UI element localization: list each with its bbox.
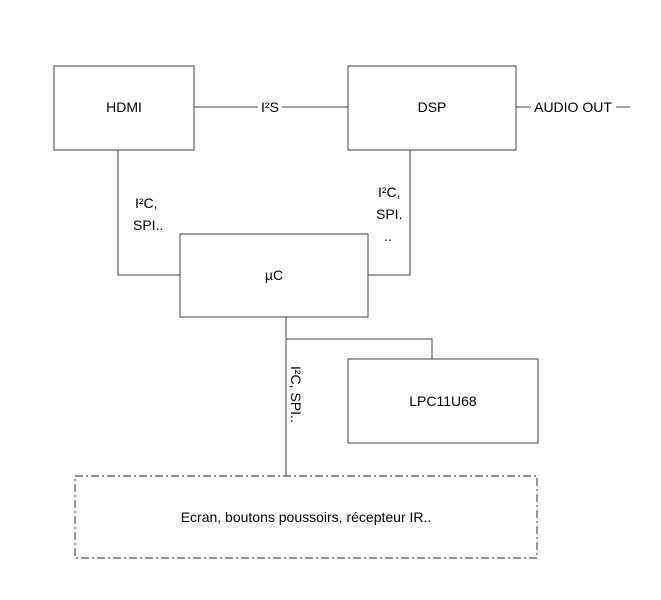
hdmi-block: HDMI bbox=[53, 65, 195, 151]
dsp-label: DSP bbox=[418, 99, 447, 115]
wire-hdmi-uc bbox=[117, 150, 180, 276]
dsp-uc-link-label-2: SPI. bbox=[376, 206, 402, 222]
hdmi-uc-link-label-1: I²C, bbox=[135, 195, 158, 211]
dsp-block: DSP bbox=[347, 65, 517, 151]
audio-out-label: AUDIO OUT bbox=[534, 99, 612, 115]
hdmi-label: HDMI bbox=[106, 99, 142, 115]
microcontroller-label: µC bbox=[265, 267, 283, 283]
wire-dsp-uc bbox=[368, 150, 411, 276]
lpc11u68-label: LPC11U68 bbox=[409, 393, 477, 409]
wire-uc-lpc bbox=[286, 338, 433, 359]
dsp-uc-link-label-3: .. bbox=[384, 228, 392, 244]
peripherals-block: Ecran, boutons poussoirs, récepteur IR.. bbox=[74, 475, 538, 559]
lpc11u68-block: LPC11U68 bbox=[347, 358, 539, 444]
peripherals-label: Ecran, boutons poussoirs, récepteur IR.. bbox=[181, 509, 432, 525]
i2s-link-label: I²S bbox=[261, 99, 279, 115]
dsp-uc-link-label-1: I²C, bbox=[378, 184, 401, 200]
microcontroller-block: µC bbox=[179, 233, 369, 318]
hdmi-uc-link-label-2: SPI.. bbox=[133, 217, 163, 233]
uc-peripherals-link-label: I²C, SPI.. bbox=[288, 366, 304, 423]
